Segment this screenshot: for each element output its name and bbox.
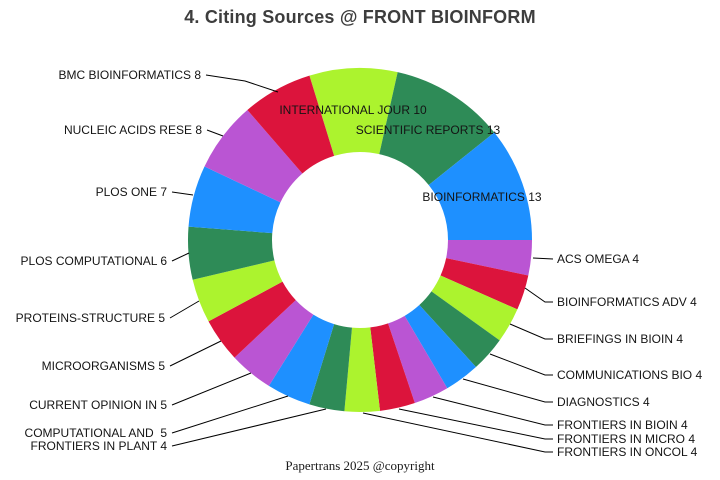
donut-segment-frontiers-in-micro [370, 323, 415, 411]
leader-line-microorganisms [169, 340, 222, 367]
donut-segment-diagnostics [404, 305, 476, 389]
segment-label-proteins-structure: PROTEINS-STRUCTURE 5 [15, 311, 165, 325]
leader-line-current-opinion-in [171, 372, 252, 406]
segment-label-scientific-reports: SCIENTIFIC REPORTS 13 [355, 123, 501, 137]
donut-segment-briefings-in-bioin [431, 275, 518, 341]
leader-line-communications-bio [489, 353, 553, 376]
segment-label-international-jour: INTERNATIONAL JOUR 10 [279, 103, 427, 117]
donut-segment-frontiers-in-oncol [344, 327, 381, 413]
donut-segment-microorganisms [208, 281, 296, 358]
leader-line-bmc-bioinformatics [205, 74, 279, 93]
donut-segment-bioinformatics-adv [440, 258, 529, 310]
donut-segment-bmc-bioinformatics [247, 75, 335, 174]
donut-segment-communications-bio [419, 291, 500, 368]
donut-segment-proteins-structure [192, 260, 283, 322]
segment-label-frontiers-in-oncol: FRONTIERS IN ONCOL 4 [557, 445, 698, 459]
segment-label-plos-computational: PLOS COMPUTATIONAL 6 [20, 254, 167, 268]
segment-label-diagnostics: DIAGNOSTICS 4 [557, 395, 650, 409]
leader-line-plos-computational [171, 252, 190, 262]
leader-line-briefings-in-bioin [509, 323, 553, 340]
segment-label-frontiers-in-bioin: FRONTIERS IN BIOIN 4 [557, 418, 688, 432]
leader-line-diagnostics [462, 378, 553, 403]
donut-segment-frontiers-in-plant [309, 324, 352, 412]
donut-segment-plos-computational [187, 226, 275, 280]
donut-segment-plos-one [188, 166, 281, 234]
copyright-caption: Papertrans 2025 @copyright [285, 458, 435, 473]
segment-label-computational-and: COMPUTATIONAL AND 5 [24, 426, 167, 440]
chart-title: 4. Citing Sources @ FRONT BIOINFORM [184, 7, 536, 27]
segment-label-bioinformatics-adv: BIOINFORMATICS ADV 4 [557, 295, 697, 309]
donut-segment-frontiers-in-bioin [388, 315, 448, 404]
donut-segment-nucleic-acids-rese [204, 110, 303, 203]
donut-segment-acs-omega [446, 240, 532, 276]
segment-label-bmc-bioinformatics: BMC BIOINFORMATICS 8 [58, 68, 201, 82]
segment-label-frontiers-in-micro: FRONTIERS IN MICRO 4 [557, 432, 696, 446]
leader-line-frontiers-in-micro [398, 408, 553, 440]
segment-label-frontiers-in-plant: FRONTIERS IN PLANT 4 [30, 439, 167, 453]
segment-label-bioinformatics: BIOINFORMATICS 13 [422, 190, 542, 204]
leader-line-bioinformatics-adv [524, 287, 553, 303]
leader-line-acs-omega [532, 257, 554, 260]
donut-segment-international-jour [309, 68, 398, 156]
donut-segment-scientific-reports [379, 72, 495, 186]
leader-line-frontiers-in-oncol [362, 412, 553, 453]
leader-line-computational-and [171, 395, 289, 434]
segment-label-plos-one: PLOS ONE 7 [95, 185, 167, 199]
donut-segment-computational-and [268, 314, 335, 405]
segment-label-nucleic-acids-rese: NUCLEIC ACIDS RESE 8 [63, 123, 202, 137]
donut-segment-bioinformatics [428, 132, 532, 241]
leader-line-proteins-structure [169, 300, 200, 319]
segment-label-current-opinion-in: CURRENT OPINION IN 5 [29, 398, 167, 412]
leader-line-frontiers-in-plant [171, 408, 327, 447]
leader-line-nucleic-acids-rese [206, 129, 224, 137]
segment-label-microorganisms: MICROORGANISMS 5 [41, 359, 165, 373]
segment-label-briefings-in-bioin: BRIEFINGS IN BIOIN 4 [557, 332, 684, 346]
segment-label-acs-omega: ACS OMEGA 4 [557, 252, 640, 266]
segment-label-communications-bio: COMMUNICATIONS BIO 4 [557, 368, 703, 382]
donut-segment-current-opinion-in [234, 300, 314, 386]
leader-line-plos-one [171, 191, 194, 196]
leader-line-frontiers-in-bioin [432, 396, 553, 426]
